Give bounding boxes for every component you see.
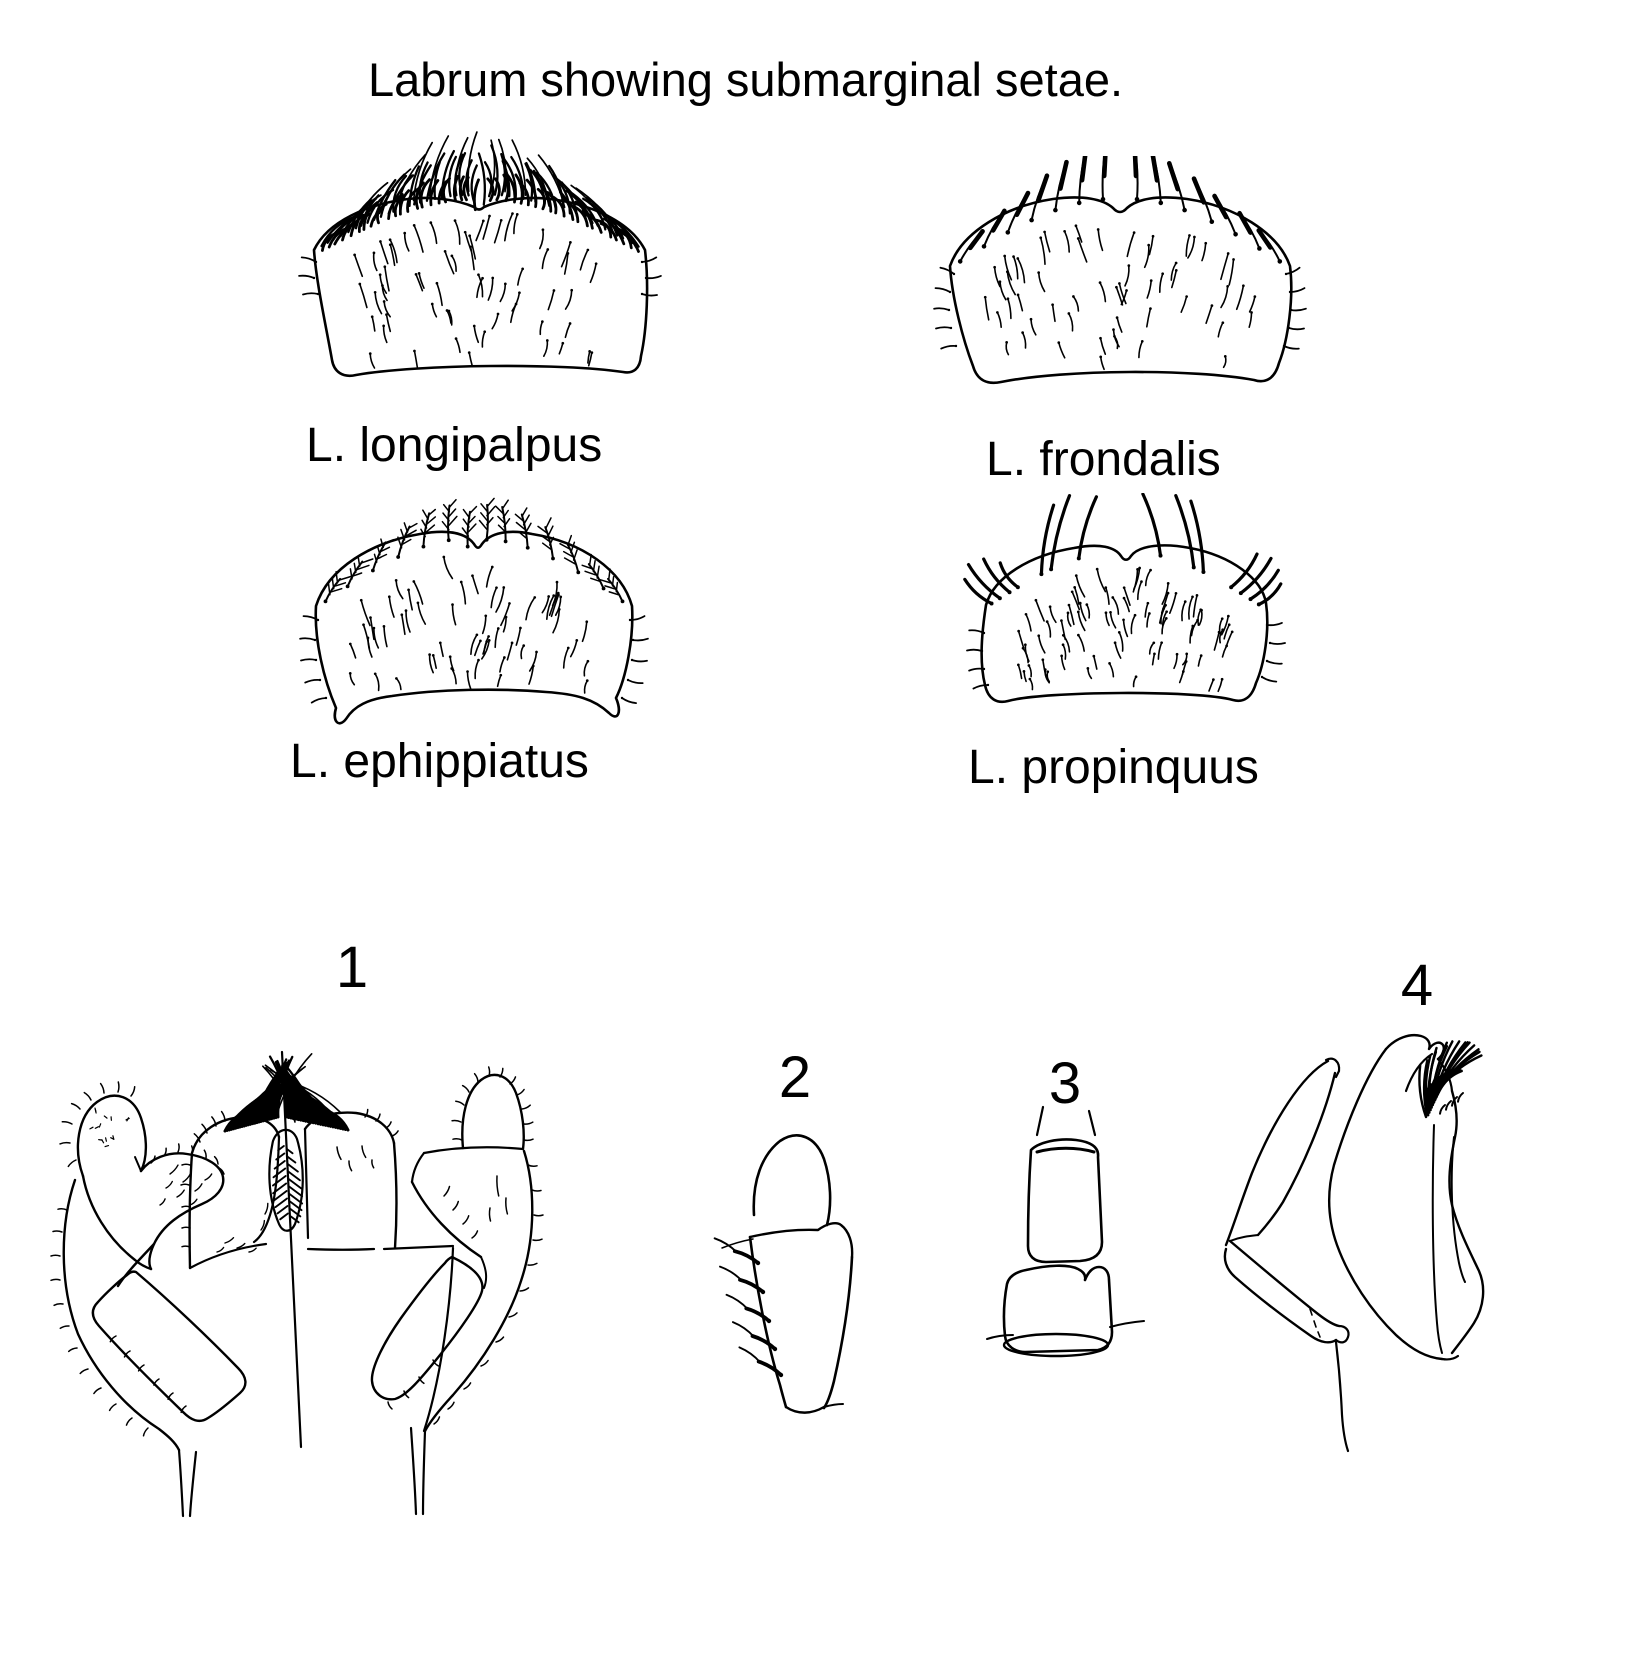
labrum-drawing-propinquus [963, 493, 1286, 704]
figure-number-2: 2 [778, 1045, 812, 1110]
labrum-drawing-frondalis [933, 156, 1307, 385]
mouthparts-drawing-1-labium-maxillae [50, 1050, 544, 1518]
figure-title: Labrum showing submarginal setae. [368, 53, 1124, 106]
figure-number-3: 3 [1048, 1051, 1082, 1116]
labrum-drawing-ephippiatus [299, 497, 649, 725]
species-label-longipalpus: L. longipalpus [306, 419, 603, 472]
species-label-frondalis: L. frondalis [986, 433, 1221, 486]
species-label-propinquus: L. propinquus [968, 741, 1259, 794]
mouthparts-drawing-2-palp-segment [713, 1134, 854, 1414]
figure-number-1: 1 [335, 935, 369, 1000]
figure-number-4: 4 [1400, 953, 1434, 1018]
species-label-ephippiatus: L. ephippiatus [290, 735, 589, 788]
labrum-drawing-longipalpus [298, 131, 662, 378]
mouthparts-drawing-3-palp-segments [986, 1105, 1145, 1358]
mouthparts-drawing-4-maxilla-galea [1223, 1034, 1485, 1453]
